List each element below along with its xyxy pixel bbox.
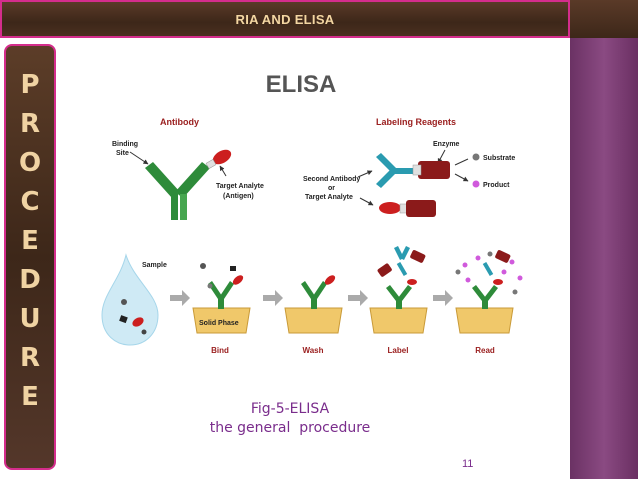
enzyme-label: Enzyme xyxy=(433,141,460,148)
product-particle xyxy=(463,263,468,268)
step-label-wash: Wash xyxy=(302,346,323,355)
vertical-word: P R O C E D U R E xyxy=(6,66,54,417)
second-antibody-label: Second Antibody xyxy=(303,176,360,183)
letter: P xyxy=(6,66,54,105)
binding-site-label: Binding Site xyxy=(112,141,140,157)
binding-label-part2: Site xyxy=(116,150,129,157)
right-decor-bar xyxy=(570,0,638,479)
step-label-label: Label xyxy=(388,346,409,355)
product-dot xyxy=(473,181,480,188)
plate-label xyxy=(370,308,427,333)
substrate-particle xyxy=(513,290,518,295)
labeled-complex-icon xyxy=(377,246,426,309)
title-bar: RIA AND ELISA xyxy=(0,0,570,38)
substrate-label: Substrate xyxy=(483,155,515,162)
target-analyte-label-2: Target Analyte xyxy=(305,194,353,201)
binding-label-part1: Binding xyxy=(112,141,138,148)
second-antibody-pointer xyxy=(358,171,372,177)
bound-antibody-icon xyxy=(208,273,245,309)
product-particle xyxy=(510,260,515,265)
antigen-pointer xyxy=(220,166,226,176)
target-analyte-pointer xyxy=(360,198,373,205)
letter: C xyxy=(6,183,54,222)
labeled-antigen-icon xyxy=(379,200,436,217)
or-label: or xyxy=(328,185,335,192)
plate-read xyxy=(456,308,513,333)
step-arrow xyxy=(348,290,368,306)
sample-particle xyxy=(121,299,127,305)
product-label: Product xyxy=(483,182,510,189)
letter: D xyxy=(6,261,54,300)
page-number: 11 xyxy=(462,458,473,470)
letter: E xyxy=(6,222,54,261)
product-particle xyxy=(476,256,481,261)
free-particle xyxy=(230,266,236,271)
substrate-dot xyxy=(473,154,480,161)
antigen-label: (Antigen) xyxy=(223,193,254,200)
target-analyte-label: Target Analyte xyxy=(216,183,264,190)
letter: R xyxy=(6,339,54,378)
free-particle xyxy=(200,263,206,269)
product-particle xyxy=(518,276,523,281)
product-particle xyxy=(466,278,471,283)
procedure-sidebar: P R O C E D U R E xyxy=(4,44,56,470)
antibody-label: Antibody xyxy=(160,117,199,127)
step-arrow xyxy=(433,290,453,306)
solid-phase-label: Solid Phase xyxy=(199,320,239,327)
product-particle xyxy=(502,270,507,275)
right-decor-top xyxy=(570,0,638,38)
step-label-read: Read xyxy=(475,346,495,355)
sample-label: Sample xyxy=(142,262,167,269)
second-antibody-icon xyxy=(376,153,415,188)
caption-line-2: the general procedure xyxy=(160,419,420,438)
binding-site-pointer xyxy=(130,152,148,164)
caption-line-1: Fig-5-ELISA xyxy=(160,400,420,419)
slide-title: RIA AND ELISA xyxy=(2,12,568,27)
letter: O xyxy=(6,144,54,183)
step-label-bind: Bind xyxy=(211,346,229,355)
free-particle xyxy=(208,284,213,289)
antibody-icon xyxy=(145,162,210,220)
antigen-icon xyxy=(206,147,234,169)
letter: U xyxy=(6,300,54,339)
letter: R xyxy=(6,105,54,144)
step-arrow xyxy=(263,290,283,306)
substrate-particle xyxy=(488,252,493,257)
letter: E xyxy=(6,378,54,417)
labeling-reagents-label: Labeling Reagents xyxy=(376,117,456,127)
sample-particle xyxy=(142,330,147,335)
substrate-particle xyxy=(456,270,461,275)
plate-wash xyxy=(285,308,342,333)
substrate-arrow xyxy=(455,159,468,165)
product-arrow xyxy=(455,174,468,181)
step-arrow xyxy=(170,290,190,306)
enzyme-icon xyxy=(413,161,450,179)
washed-antibody-icon xyxy=(301,273,337,309)
figure-caption: Fig-5-ELISA the general procedure xyxy=(160,400,420,438)
diagram-title: ELISA xyxy=(266,71,337,98)
